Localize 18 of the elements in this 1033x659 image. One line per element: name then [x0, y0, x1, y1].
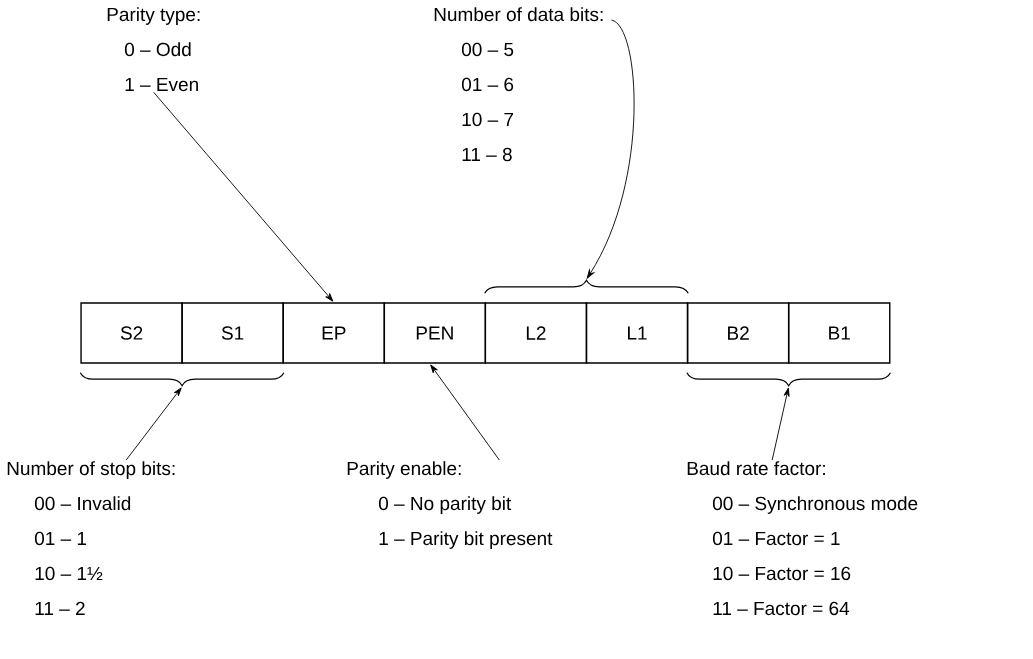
register-bit-cell: B1 — [787, 302, 891, 364]
arrow — [586, 19, 635, 279]
register-bit-cell: B2 — [686, 302, 790, 364]
arrow — [771, 387, 790, 461]
arrow — [125, 387, 182, 461]
register-bit-cell: S1 — [181, 302, 284, 364]
arrow — [153, 91, 334, 302]
arrow — [430, 364, 500, 461]
callout-text: Number of data bits: 00 – 5 01 – 6 10 – 7 11 – 8 — [434, 7, 603, 162]
callout-text: Parity type: 0 – Odd 1 – Even — [107, 7, 200, 92]
callout-text: Number of stop bits: 00 – Invalid 01 – 1 10 – 1½ 11 – 2 — [7, 461, 175, 615]
register-bit-cell: L1 — [585, 302, 689, 364]
callout-text: Baud rate factor: 00 – Synchronous mode 01 – Factor = 1 10 – Factor = 16 11 – Factor = 64 — [687, 461, 918, 616]
register-bit-cell: EP — [282, 302, 386, 364]
register-bit-cell: S2 — [80, 302, 183, 364]
register-bit-cell: PEN — [383, 302, 487, 364]
register-bit-cell: L2 — [484, 302, 588, 364]
callout-text: Parity enable: 0 – No parity bit 1 – Parity bit present — [347, 461, 553, 549]
